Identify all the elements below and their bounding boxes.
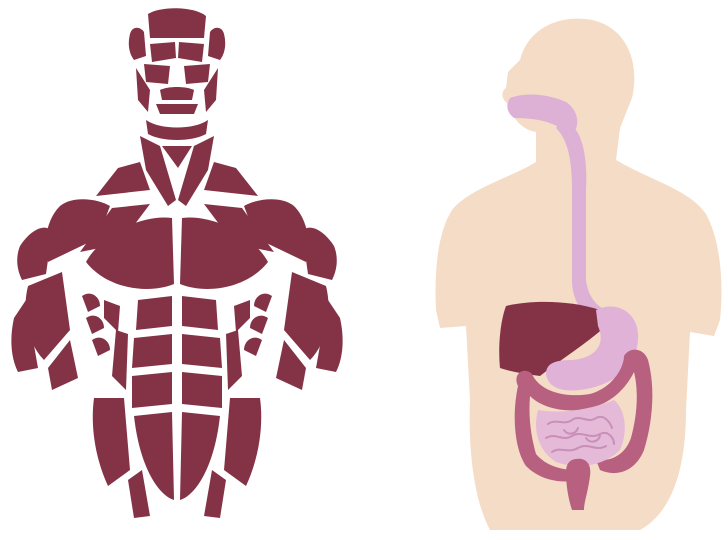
abdominal-muscles: [112, 296, 242, 500]
oblique-muscles: [93, 398, 261, 518]
head-muscles: [129, 8, 225, 140]
neck-muscles: [96, 136, 258, 206]
deltoid-muscles: [17, 199, 337, 280]
arm-muscles: [11, 272, 342, 390]
muscle-anatomy-icon: [11, 8, 342, 518]
serratus-muscles: [82, 294, 272, 356]
digestive-system-icon: [436, 19, 722, 530]
